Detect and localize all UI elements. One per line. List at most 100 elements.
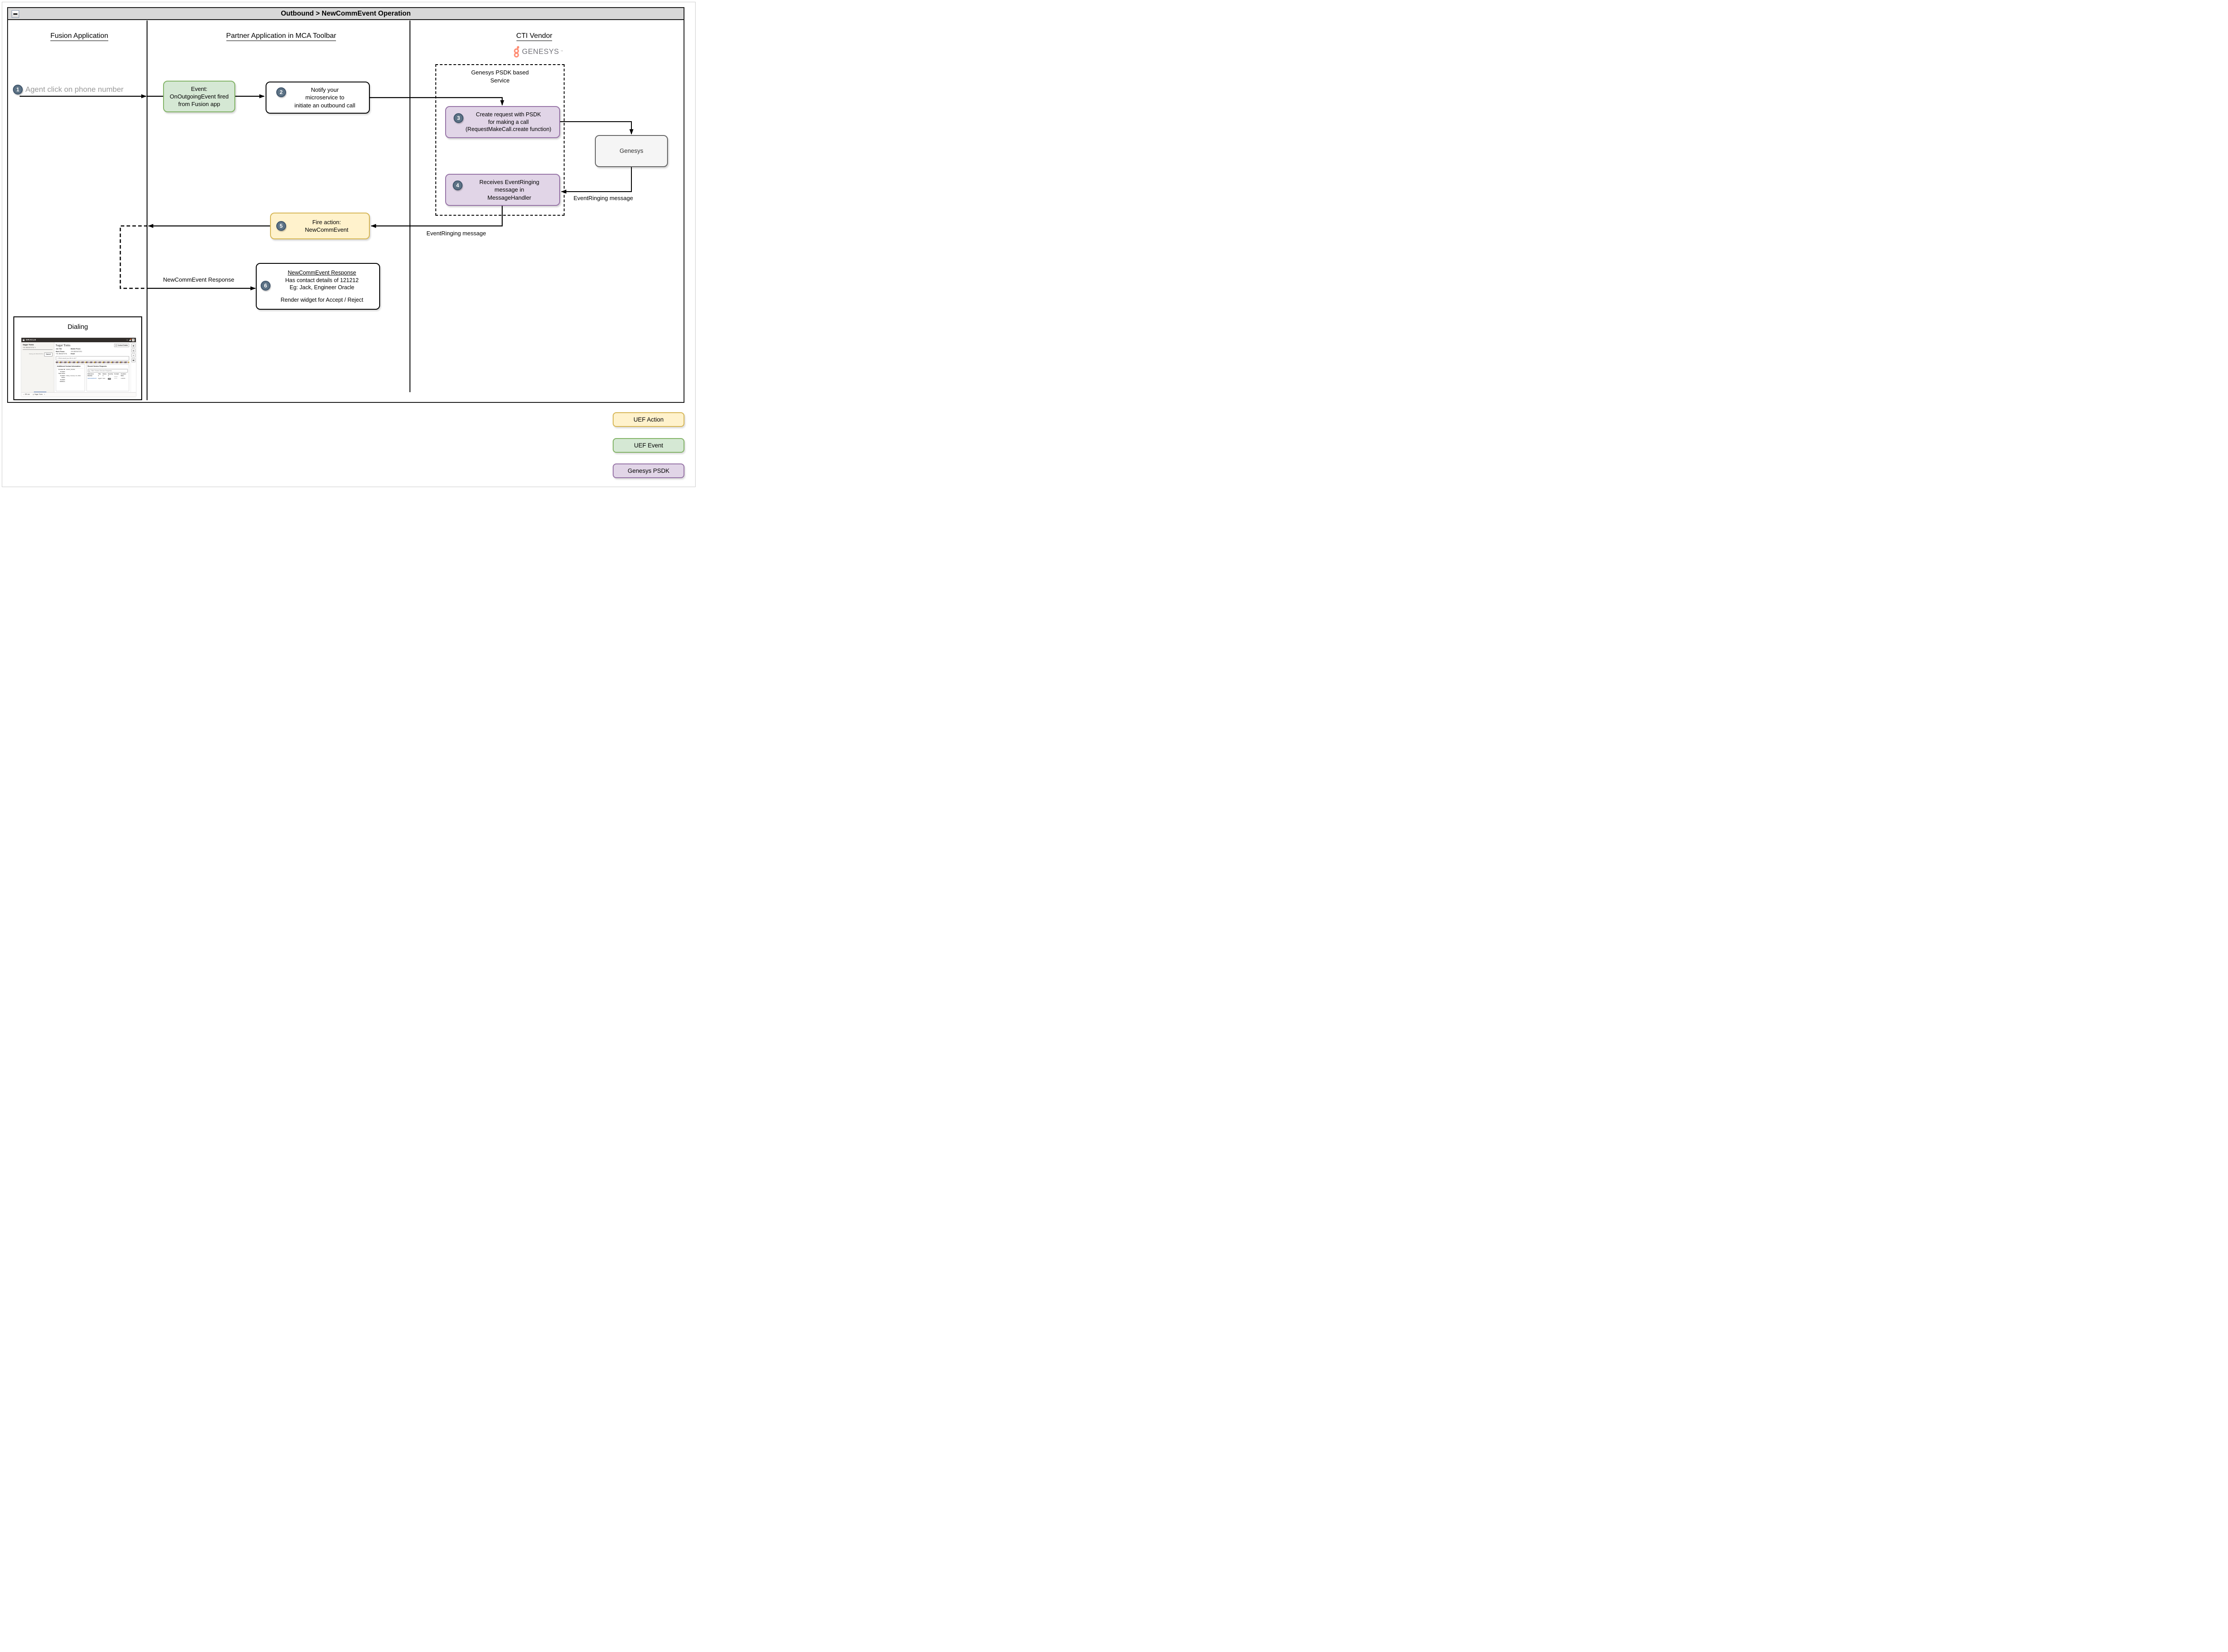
- node-text-line: Genesys: [619, 148, 643, 155]
- notification-badge: [130, 338, 131, 340]
- person-icon: [32, 394, 34, 396]
- severity-badge: Low: [108, 377, 111, 380]
- search-icon: [89, 370, 90, 372]
- node-text-line: OnOutgoingEvent fired: [169, 93, 229, 100]
- additional-contact-info-panel: Additional Contact Information Contact I…: [56, 364, 85, 391]
- mini-side-toolbar: ▦ ▤ ⊘ ☎: [131, 342, 136, 392]
- filter-service-requests-input[interactable]: Filter Recent Service Requests: [87, 369, 128, 373]
- contact-card-icon: [115, 344, 117, 346]
- trademark-mark: ™: [560, 50, 563, 53]
- minus-icon: [13, 13, 17, 15]
- edge-label-eventringing-right: EventRinging message: [573, 195, 633, 201]
- oracle-logo: ORACLE: [26, 339, 36, 341]
- node-text-line: microservice to: [305, 94, 344, 101]
- mini-bottom-bar: ⌂ SR List Sagar Toms×: [21, 392, 136, 397]
- node-text-line: message in: [494, 186, 524, 193]
- service-request-link[interactable]: SR0000065235: [87, 377, 97, 379]
- recent-service-requests-panel: Recent Service Requests Filter Recent Se…: [86, 364, 129, 391]
- field-label-mobile-phone: Mobile Phone: [70, 348, 81, 350]
- contact-name-heading: Sagar Toms: [56, 343, 71, 347]
- sort-icon: ⇅: [102, 375, 104, 377]
- sort-icon: ⇅: [108, 375, 109, 377]
- mini-call-panel: Sagar Toms +91 8921670701 ✎ Dialing+91 8…: [21, 342, 54, 392]
- step-badge-1: 1: [13, 85, 23, 94]
- node-text-line: Event:: [191, 85, 208, 92]
- step-badge-5: 5: [276, 221, 286, 231]
- panel-heading: Recent Service Requests: [87, 365, 128, 369]
- caller-phone: +91 8921670701 ✎: [23, 346, 36, 348]
- edit-contact-icon[interactable]: ✎: [34, 346, 36, 348]
- dialing-preview-box: Dialing ORACLE ⌂ CS Sagar Toms +91 89216…: [13, 316, 142, 400]
- group-label: Genesys PSDK based Service: [471, 69, 529, 84]
- legend-uef-action: UEF Action: [613, 412, 684, 427]
- home-icon[interactable]: ⌂: [126, 338, 128, 341]
- caller-name: Sagar Toms: [23, 344, 34, 346]
- page-border: [2, 2, 696, 487]
- node-title: NewCommEvent Response: [287, 270, 356, 276]
- step-badge-4: 4: [453, 180, 463, 190]
- decorative-banner: [56, 361, 129, 363]
- tab-sr-list[interactable]: ⌂ SR List: [23, 394, 30, 396]
- field-label-job-title: Job Title: [56, 348, 62, 350]
- node-text-line: Notify your: [311, 86, 339, 94]
- dialing-title: Dialing: [67, 323, 88, 331]
- panel-heading: Additional Contact Information: [57, 365, 84, 369]
- node-text-line: from Fusion app: [178, 101, 220, 108]
- node-text-line: Receives EventRinging: [479, 179, 540, 186]
- genesys-logo-text: GENESYS: [522, 47, 559, 56]
- assistant-input[interactable]: › What would you like to do?: [56, 356, 129, 361]
- field-label-email: Email: [70, 353, 75, 355]
- node-text-line: NewCommEvent: [305, 226, 348, 233]
- edge-label-newcommevent-response: NewCommEvent Response: [163, 276, 234, 283]
- lane-header-cti: CTI Vendor: [494, 32, 574, 41]
- field-value-mobile-phone: +91 8921670701: [70, 350, 82, 353]
- lane-header-partner: Partner Application in MCA Toolbar: [214, 32, 348, 41]
- field-value-work-phone: +91 8921670701: [56, 353, 67, 355]
- step-badge-2: 2: [276, 87, 286, 97]
- node-text-line: Create request with PSDK: [476, 111, 541, 118]
- step-badge-6: 6: [261, 281, 270, 291]
- sort-icon: ⇅: [98, 375, 99, 377]
- phone-icon[interactable]: ☎: [131, 358, 135, 362]
- diagram-page: Outbound > NewCommEvent Operation Fusion…: [0, 0, 697, 489]
- node-text-line: Fire action:: [312, 218, 341, 225]
- cancel-button[interactable]: Cancel: [44, 352, 53, 357]
- notifications-icon[interactable]: [129, 338, 131, 341]
- legend-genesys-psdk: Genesys PSDK: [613, 463, 684, 478]
- node-genesys: Genesys: [595, 135, 668, 167]
- collapse-button[interactable]: [12, 10, 19, 18]
- grid-icon[interactable]: ▤: [131, 348, 135, 353]
- mini-contact-main: Sagar Toms Contact Details Job Title Wor…: [54, 342, 131, 392]
- node-text-line: MessageHandler: [487, 194, 532, 201]
- avatar[interactable]: CS: [132, 339, 135, 341]
- mini-app-topbar: ORACLE ⌂ CS: [21, 338, 136, 342]
- dialing-status: Dialing+91 8921670701: [29, 353, 43, 355]
- menu-icon[interactable]: [23, 339, 25, 341]
- edge-label-eventringing-mid: EventRinging message: [426, 230, 486, 237]
- node-text-line: (RequestMakeCall.create function): [465, 126, 552, 133]
- node-fire-newcommevent: Fire action: NewCommEvent: [270, 213, 370, 239]
- page-title: Outbound > NewCommEvent Operation: [281, 9, 411, 17]
- block-icon[interactable]: ⊘: [131, 353, 135, 357]
- close-icon[interactable]: ×: [44, 394, 45, 396]
- genesys-logo-icon: [514, 46, 520, 57]
- legend-uef-event: UEF Event: [613, 438, 684, 453]
- step-badge-3: 3: [454, 113, 463, 123]
- node-create-request-psdk: Create request with PSDK for making a ca…: [445, 106, 560, 138]
- genesys-psdk-service-group: Genesys PSDK based Service: [435, 64, 565, 216]
- diagram-title-bar: Outbound > NewCommEvent Operation: [8, 8, 684, 20]
- node-text-line: Has contact details of 121212: [285, 277, 359, 283]
- node-text-line: initiate an outbound call: [294, 102, 356, 109]
- home-icon: ⌂: [23, 394, 25, 396]
- tab-sagar-toms[interactable]: Sagar Toms×: [32, 394, 45, 396]
- node-newcommevent-response: NewCommEvent Response Has contact detail…: [256, 263, 380, 310]
- node-text-line: Eg: Jack, Engineer Oracle: [289, 284, 355, 291]
- field-label-work-phone: Work Phone: [56, 350, 65, 353]
- node-text-line: for making a call: [488, 119, 529, 125]
- dialing-screenshot: ORACLE ⌂ CS Sagar Toms +91 8921670701 ✎: [21, 338, 136, 397]
- calendar-icon[interactable]: ▦: [131, 344, 135, 348]
- node-receives-eventringing: Receives EventRinging message in Message…: [445, 174, 560, 206]
- node-notify-microservice: Notify your microservice to initiate an …: [266, 82, 370, 114]
- contact-details-button[interactable]: Contact Details: [114, 343, 129, 347]
